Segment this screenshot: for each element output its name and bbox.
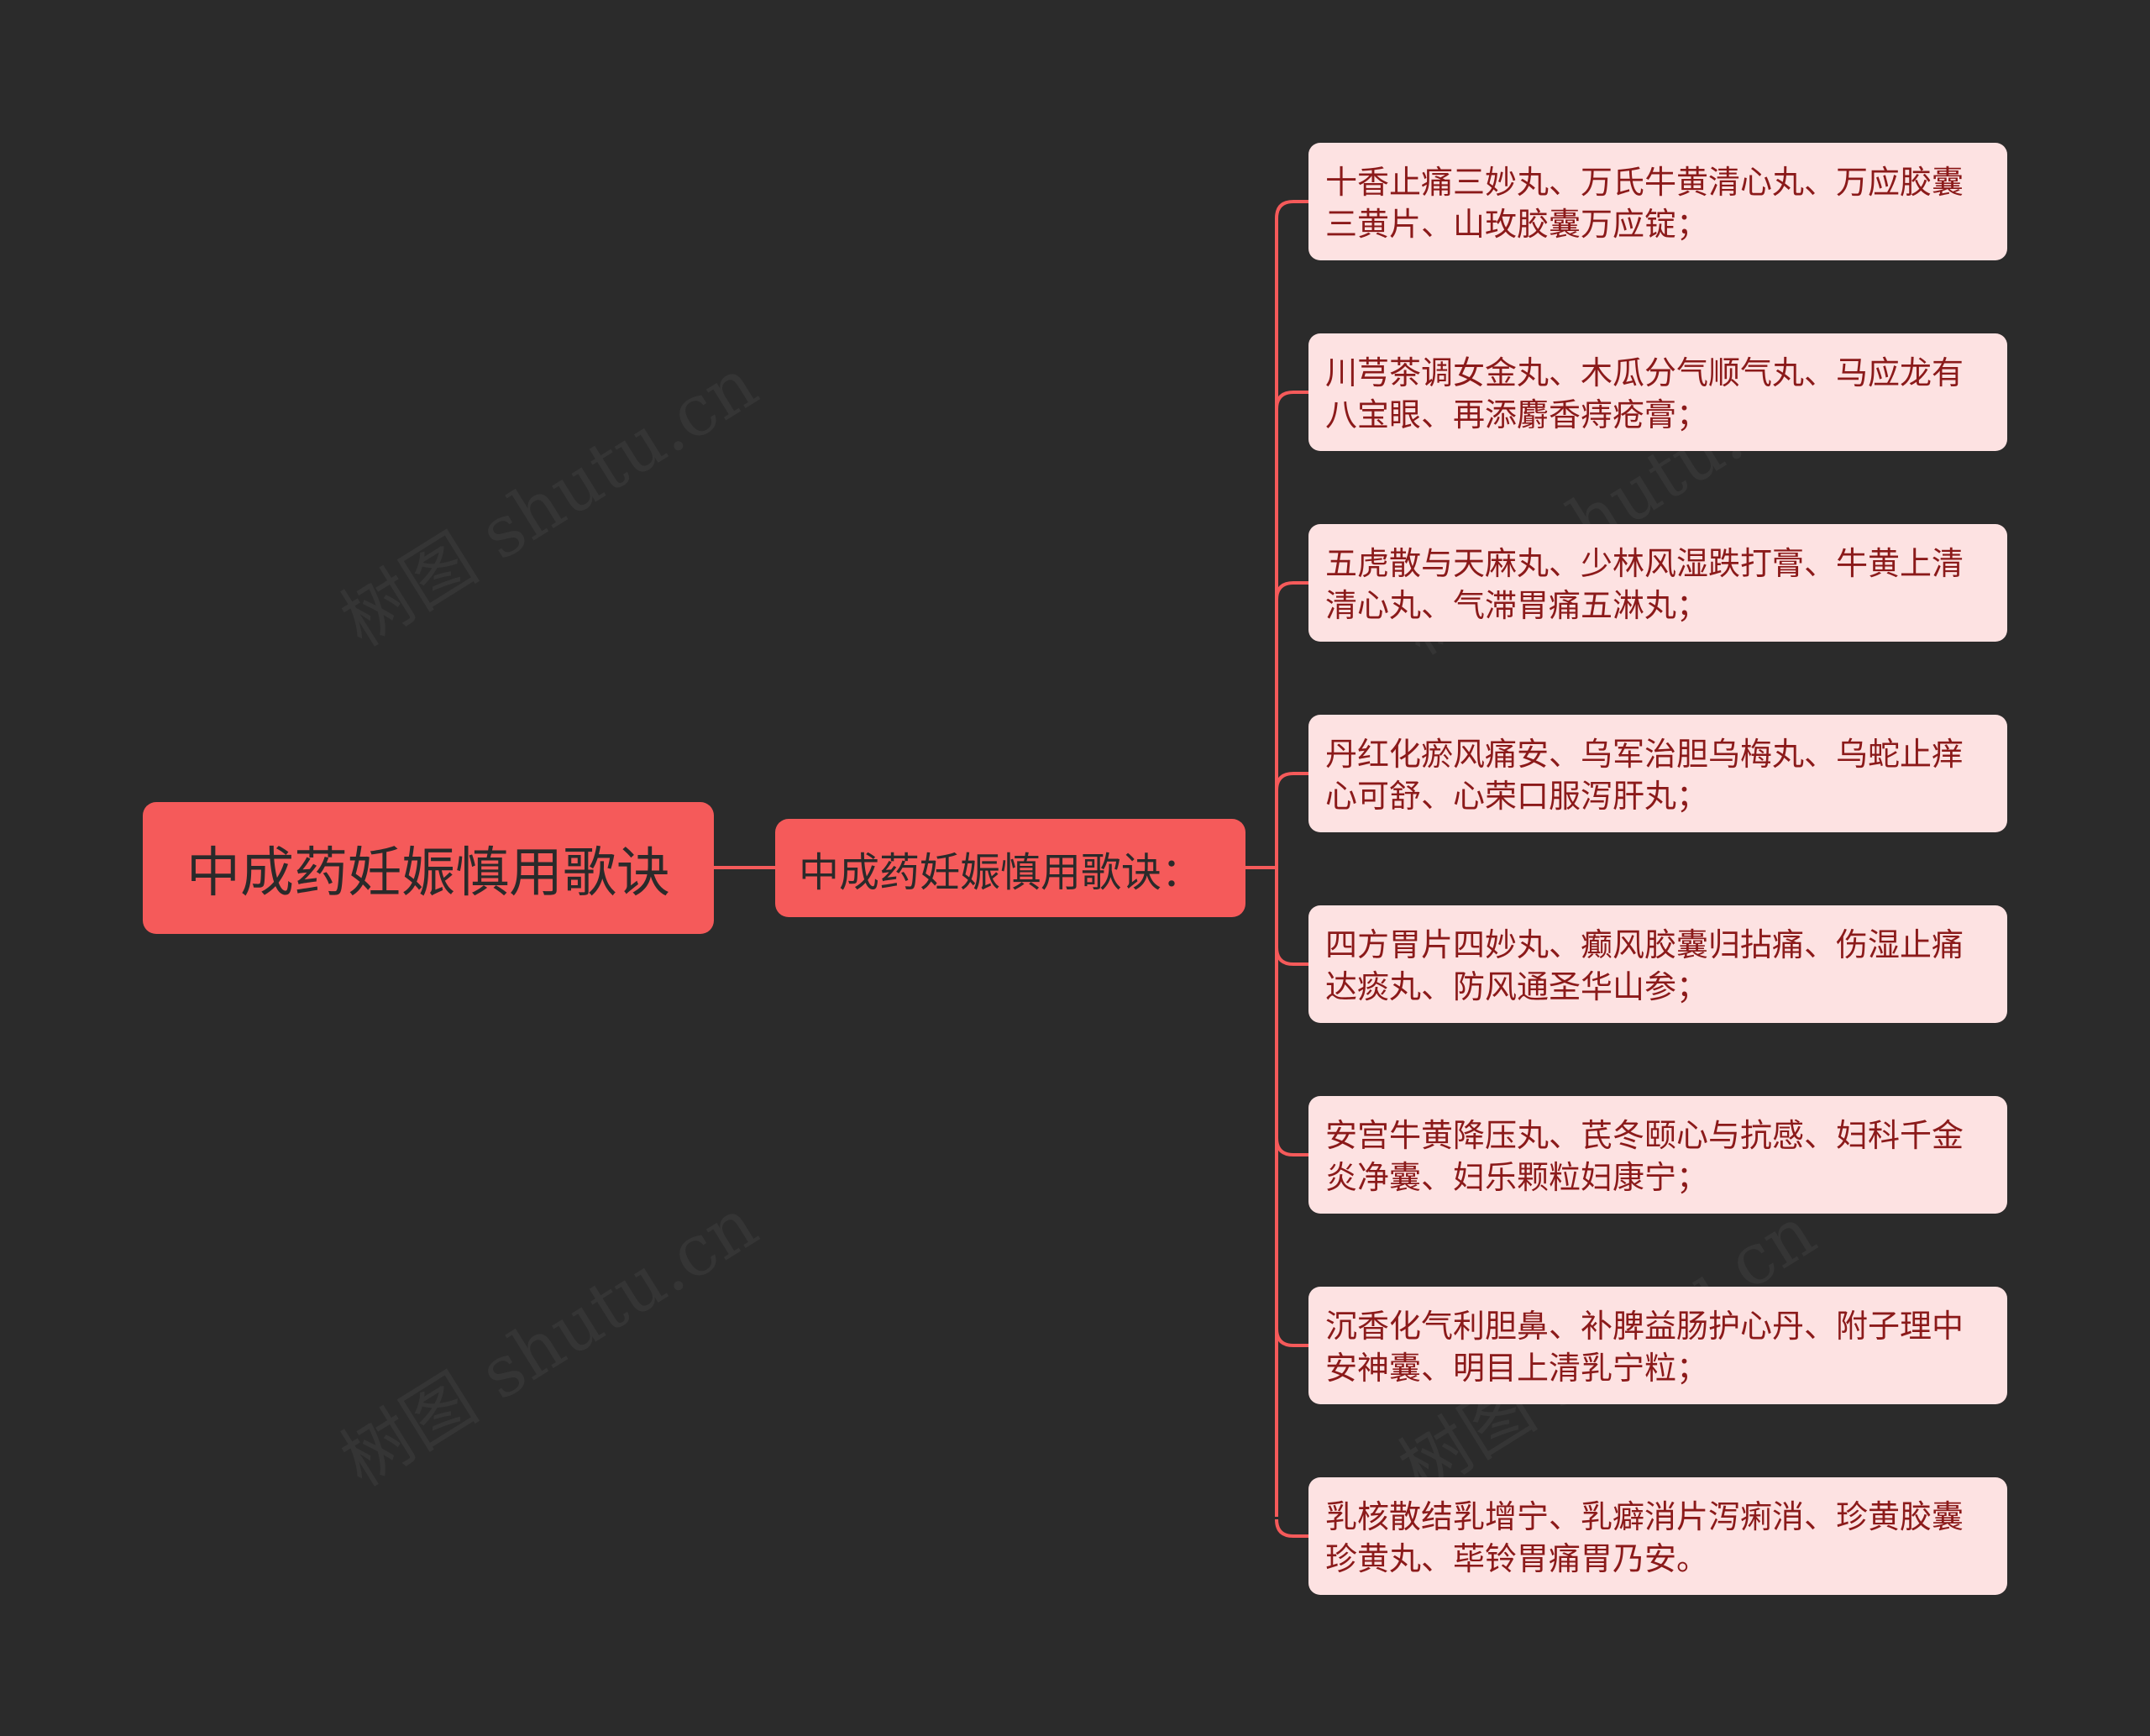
leaf-node-2[interactable]: 川芎茶调女金丸、木瓜分气顺气丸、马应龙有 八宝眼、再添麝香痔疮膏；: [1308, 333, 2007, 451]
leaf-node-5[interactable]: 四方胃片四妙丸、癫风胶囊归拈痛、伤湿止痛 达痰丸、防风通圣华山参；: [1308, 905, 2007, 1023]
leaf-node-8[interactable]: 乳核散结乳增宁、乳癖消片泻痢消、珍黄胶囊 珍黄丸、荜铃胃痛胃乃安。: [1308, 1477, 2007, 1595]
leaf-node-7[interactable]: 沉香化气利胆鼻、补脾益肠护心丹、附子理中 安神囊、明目上清乳宁粒；: [1308, 1287, 2007, 1404]
leaf-node-line: 安神囊、明目上清乳宁粒；: [1325, 1350, 1709, 1387]
leaf-node-line: 珍黄丸、荜铃胃痛胃乃安。: [1325, 1540, 1709, 1577]
leaf-connector-5: [1275, 947, 1308, 966]
leaf-node-line: 安宫牛黄降压丸、芪冬颐心与抗感、妇科千金: [1325, 1117, 1964, 1154]
leaf-node-line: 清心丸、气滞胃痛五淋丸；: [1325, 587, 1709, 624]
leaf-node-line: 八宝眼、再添麝香痔疮膏；: [1325, 396, 1709, 433]
leaf-node-1[interactable]: 十香止痛三妙丸、万氏牛黄清心丸、万应胶囊 三黄片、山玫胶囊万应锭；: [1308, 143, 2007, 260]
leaf-node-line: 达痰丸、防风通圣华山参；: [1325, 968, 1709, 1005]
leaf-node-line: 心可舒、心荣口服泻肝丸；: [1325, 778, 1709, 815]
leaf-node-line: 丹红化瘀风痛安、乌军治胆乌梅丸、乌蛇止痒: [1325, 736, 1964, 773]
branch-node-label: 中成药妊娠慎用歌诀：: [799, 848, 1203, 896]
root-node[interactable]: 中成药妊娠慎用歌诀: [143, 802, 714, 934]
leaf-node-3[interactable]: 五虎散与天麻丸、少林风湿跌打膏、牛黄上清 清心丸、气滞胃痛五淋丸；: [1308, 524, 2007, 642]
leaf-node-line: 炎净囊、妇乐颗粒妇康宁；: [1325, 1159, 1709, 1196]
leaf-node-line: 十香止痛三妙丸、万氏牛黄清心丸、万应胶囊: [1325, 164, 1964, 201]
leaf-connector-8: [1275, 1518, 1308, 1538]
leaf-node-4[interactable]: 丹红化瘀风痛安、乌军治胆乌梅丸、乌蛇止痒 心可舒、心荣口服泻肝丸；: [1308, 715, 2007, 832]
leaf-node-line: 川芎茶调女金丸、木瓜分气顺气丸、马应龙有: [1325, 354, 1964, 391]
leaf-node-6[interactable]: 安宫牛黄降压丸、芪冬颐心与抗感、妇科千金 炎净囊、妇乐颗粒妇康宁；: [1308, 1096, 2007, 1214]
leaf-node-line: 乳核散结乳增宁、乳癖消片泻痢消、珍黄胶囊: [1325, 1498, 1964, 1535]
leaf-connector-1: [1275, 200, 1308, 219]
branch-node[interactable]: 中成药妊娠慎用歌诀：: [775, 819, 1245, 917]
root-node-label: 中成药妊娠慎用歌诀: [186, 842, 670, 905]
leaf-connector-3: [1275, 581, 1308, 601]
leaf-connector-6: [1275, 1137, 1308, 1156]
leaf-node-line: 四方胃片四妙丸、癫风胶囊归拈痛、伤湿止痛: [1325, 926, 1964, 963]
leaf-node-line: 三黄片、山玫胶囊万应锭；: [1325, 206, 1709, 243]
leaf-connector-2: [1275, 391, 1308, 410]
leaf-node-line: 沉香化气利胆鼻、补脾益肠护心丹、附子理中: [1325, 1308, 1964, 1345]
leaf-connector-4: [1275, 772, 1308, 791]
leaf-node-line: 五虎散与天麻丸、少林风湿跌打膏、牛黄上清: [1325, 545, 1964, 582]
leaf-connector-7: [1275, 1328, 1308, 1347]
